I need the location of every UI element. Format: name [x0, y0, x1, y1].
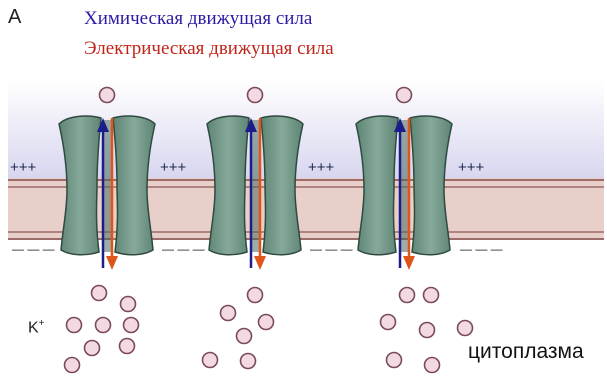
potassium-ion-21 — [420, 323, 435, 338]
potassium-ion-8 — [124, 318, 139, 333]
potassium-ion-19 — [424, 288, 439, 303]
potassium-ion-1 — [100, 88, 115, 103]
potassium-ion-18 — [400, 288, 415, 303]
outer-positive-charge-2: +++ — [160, 159, 187, 176]
potassium-ion-9 — [85, 341, 100, 356]
electrical-arrow-head — [403, 256, 415, 270]
ion-channel-2 — [207, 116, 303, 270]
outer-positive-charge-4: +++ — [458, 159, 485, 176]
potassium-ion-24 — [425, 358, 440, 373]
outer-positive-charge-3: +++ — [308, 159, 335, 176]
potassium-ion-11 — [65, 358, 80, 373]
ion-symbol: K — [28, 319, 39, 336]
potassium-ion-7 — [96, 318, 111, 333]
potassium-ion-20 — [381, 315, 396, 330]
potassium-ion-15 — [237, 329, 252, 344]
legend-electrical-force: Электрическая движущая сила — [84, 38, 334, 60]
potassium-ion-10 — [120, 339, 135, 354]
potassium-ion-12 — [248, 288, 263, 303]
inner-negative-charge-1: — — — — [12, 242, 55, 256]
outer-positive-charge-1: +++ — [10, 159, 37, 176]
inner-negative-charge-2: — — — — [162, 242, 205, 256]
inner-negative-charge-4: — — — — [460, 242, 503, 256]
potassium-ion-17 — [241, 354, 256, 369]
inner-negative-charge-3: — — — — [310, 242, 353, 256]
electrical-arrow-head — [106, 256, 118, 270]
cytoplasm-caption: цитоплазма — [468, 340, 584, 364]
ion-channel-3 — [356, 116, 452, 270]
potassium-ion-4 — [92, 286, 107, 301]
legend-chemical-force: Химическая движущая сила — [84, 8, 312, 30]
potassium-ion-23 — [387, 353, 402, 368]
ion-charge: + — [39, 318, 45, 329]
potassium-ion-22 — [458, 321, 473, 336]
potassium-ion-3 — [397, 88, 412, 103]
panel-letter: A — [8, 6, 21, 29]
ion-channel-1 — [59, 116, 155, 270]
electrical-arrow-head — [254, 256, 266, 270]
potassium-ion-5 — [121, 297, 136, 312]
potassium-ion-14 — [259, 315, 274, 330]
potassium-ion-2 — [248, 88, 263, 103]
potassium-ion-6 — [67, 318, 82, 333]
ion-label: K+ — [28, 318, 45, 337]
potassium-ion-13 — [221, 306, 236, 321]
potassium-ion-16 — [203, 353, 218, 368]
